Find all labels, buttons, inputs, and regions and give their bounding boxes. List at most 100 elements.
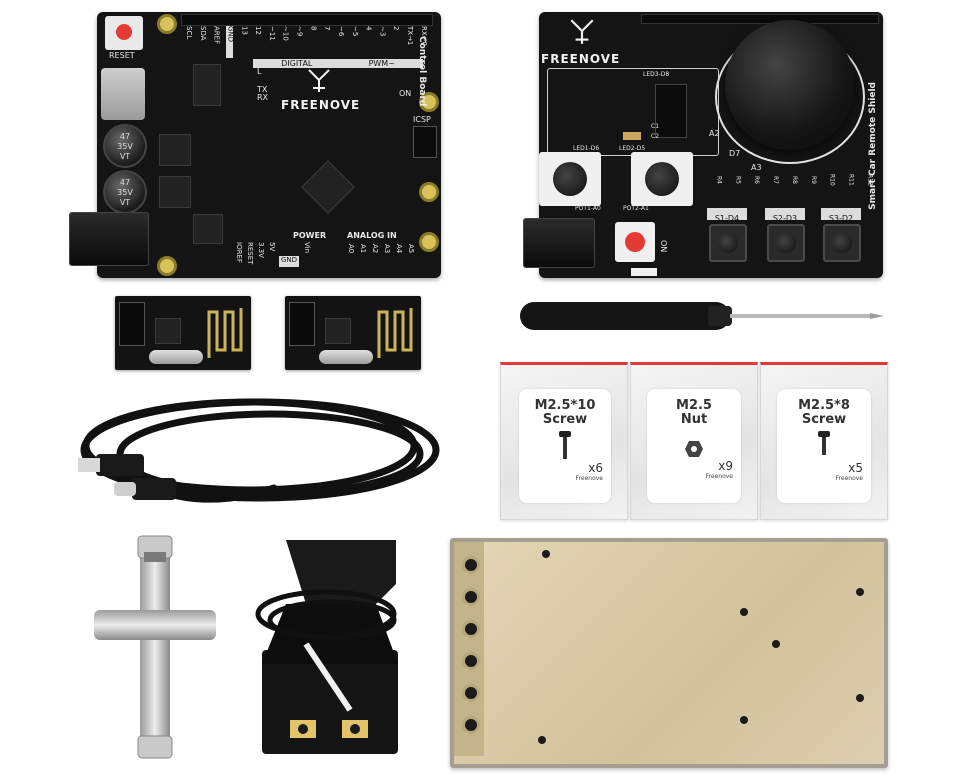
pot-label: POT2-A1: [623, 205, 649, 212]
resistor-label: R5: [734, 176, 742, 184]
digital-label: DIGITAL: [281, 59, 313, 68]
crystal: [149, 350, 203, 364]
board-title: Control Board: [417, 36, 427, 107]
base-plate: [450, 538, 888, 768]
resistor-label: R7: [772, 176, 780, 184]
button-label: S1-D4: [714, 214, 740, 223]
mount-hole: [419, 92, 439, 112]
pin-label: RX←0: [419, 26, 428, 46]
opamp-chip: [193, 214, 223, 244]
push-button-cap: [776, 233, 796, 253]
icsp-label: ICSP: [413, 115, 431, 124]
pin-label: A2: [371, 244, 379, 254]
resistor-bank: R4 R5 R6 R7 R8 R9 R10 R11 R12: [709, 162, 879, 198]
nrf-socket: [655, 84, 687, 138]
capacitor-label: 47 35V VT: [117, 132, 133, 161]
mount-hole: [542, 550, 550, 558]
resistor-label: R9: [809, 176, 817, 184]
bag-label-card: M2.5 Nut x9 Freenove: [647, 389, 741, 503]
microcontroller-chip: [301, 160, 355, 214]
pin-label: 3.3V: [257, 242, 265, 258]
cross-wrench-icon: [94, 535, 216, 759]
regulator-chip: [159, 176, 191, 208]
push-button-s1[interactable]: [709, 224, 747, 262]
axis-label: A3: [751, 163, 762, 172]
pin-label: A1: [359, 244, 367, 254]
pin-header: [289, 302, 315, 346]
capacitor: 47 35V VT: [103, 170, 147, 214]
mount-hole: [419, 232, 439, 252]
mount-hole: [419, 182, 439, 202]
control-board: RESET 47 35V VT 47 35V VT SCL SDA AREF G…: [69, 12, 441, 278]
pin-label: ~3: [378, 26, 387, 37]
bag-brand: Freenove: [835, 475, 863, 482]
mount-hole: [740, 716, 748, 724]
antenna-icon: [207, 308, 243, 358]
plate-hole: [462, 716, 480, 734]
battery-holder-icon: [255, 540, 398, 754]
regulator-chip: [159, 134, 191, 166]
resistor-label: R6: [753, 176, 761, 184]
joystick-cap[interactable]: [725, 20, 855, 150]
push-button-s2[interactable]: [767, 224, 805, 262]
rf-chip: [325, 318, 351, 344]
freenove-logo-icon: [570, 19, 594, 44]
usb-serial-chip: [193, 64, 221, 106]
resistor-label: R12: [866, 174, 874, 186]
pin-label: 5V: [268, 242, 276, 252]
led-label: TX: [257, 85, 268, 94]
resistor-label: R8: [790, 176, 798, 184]
push-button-s3[interactable]: [823, 224, 861, 262]
mount-hole: [538, 736, 546, 744]
plate-hole: [462, 652, 480, 670]
power-switch[interactable]: [631, 268, 657, 276]
mount-hole: [856, 588, 864, 596]
axis-label: A2: [709, 129, 720, 138]
pin-label: 13: [240, 26, 249, 35]
pin-label: 4: [364, 26, 373, 31]
freenove-logo-icon: [308, 69, 330, 92]
screw-bag: M2.5*8 Screw x5 Freenove: [760, 362, 888, 520]
pin-label: 8: [309, 26, 318, 31]
analog-header: ANALOG IN A0 A1 A2 A3 A4 A5: [343, 230, 421, 276]
pin-header: [119, 302, 145, 346]
dc-power-jack: [523, 218, 595, 268]
reset-button[interactable]: [105, 16, 143, 50]
button-label-bar: S3-D2: [821, 208, 861, 223]
smart-car-remote-shield: FREENOVE LED3-D8 C1 C2 A2 D7 A3 Smart Ca…: [523, 12, 883, 278]
reset-button[interactable]: [615, 222, 655, 262]
bag-title: M2.5*8 Screw: [798, 398, 850, 427]
pin-label: ~5: [350, 26, 359, 37]
button-label-bar: S2-D3: [765, 208, 805, 223]
potentiometer-pot2[interactable]: [631, 152, 693, 206]
cap-label-c1: C1: [651, 123, 660, 130]
status-leds: L TX RX: [243, 68, 273, 102]
plate-hole: [462, 684, 480, 702]
pin-label: 12: [254, 26, 263, 35]
crystal: [319, 350, 373, 364]
led-label: LED1-D6: [573, 145, 600, 152]
pin-label: ~9: [295, 26, 304, 37]
led-label: RX: [257, 93, 269, 102]
bag-brand: Freenove: [575, 475, 603, 482]
mount-hole: [157, 256, 177, 276]
screwdriver-icon: [520, 302, 884, 330]
mount-hole: [157, 14, 177, 34]
pwm-label: PWM~: [368, 59, 395, 68]
usb-c-cable-icon: [78, 398, 440, 503]
pin-label: SCL: [185, 26, 193, 40]
pin-label: TX→1: [406, 26, 414, 46]
on-label: ON: [659, 240, 668, 253]
on-label: ON: [399, 89, 412, 98]
screw-bag: M2.5 Nut x9 Freenove: [630, 362, 758, 520]
resistor-label: R4: [715, 176, 723, 184]
screw-icon: [559, 431, 571, 459]
analog-label: ANALOG IN: [347, 231, 397, 240]
antenna-icon: [377, 308, 413, 358]
plate-hole: [462, 620, 480, 638]
potentiometer-pot1[interactable]: [539, 152, 601, 206]
pin-label: RESET: [246, 242, 254, 265]
button-label: S3-D2: [828, 214, 854, 223]
reset-label: RESET: [109, 51, 135, 60]
potentiometer-knob: [645, 162, 679, 196]
